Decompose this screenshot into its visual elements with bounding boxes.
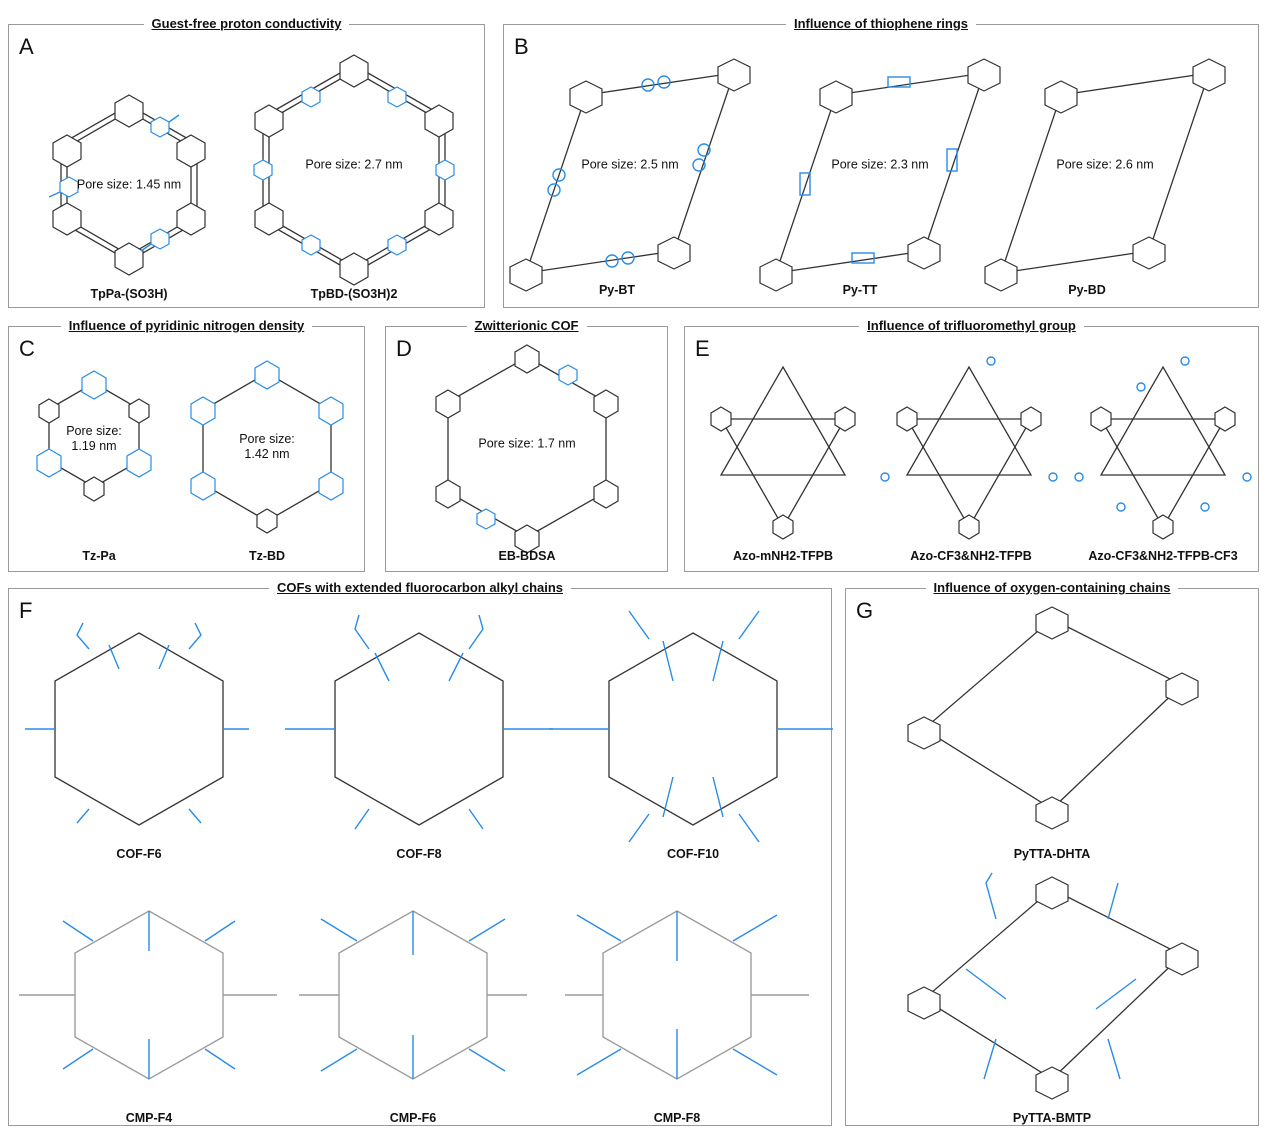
cof-f10-structure [549,610,833,843]
panel-e: Influence of trifluoromethyl group E Azo… [684,318,1259,572]
tppa-sulfonate-groups [48,114,180,252]
panel-a-letter: A [19,34,34,59]
panel-a-title: Guest-free proton conductivity [143,16,350,31]
panel-d: Zwitterionic COF D Pore size: 1.7 nm EB-… [385,318,668,572]
azo-mnh2-tfpb-structure [710,365,856,540]
label-py-bt: Py-BT [598,283,636,297]
panel-f-title: COFs with extended fluorocarbon alkyl ch… [268,580,572,595]
cf3-groups [880,356,1058,482]
cof-f8-structure [285,614,553,830]
panel-b-title: Influence of thiophene rings [785,16,977,31]
panel-g-letter: G [856,598,874,623]
panel-c: Influence of pyridinic nitrogen density … [8,318,365,572]
pyttaa-dhta-structure [907,606,1199,830]
py-bt-structure [509,58,751,292]
panel-d-letter: D [396,336,412,361]
azo-cf3-nh2-tfpb-cf3-structure [1074,356,1252,540]
tz-pa-structure [36,370,152,502]
label-cof-f8: COF-F8 [396,847,442,861]
pore-size-py-bt: Pore size: 2.5 nm [581,157,679,172]
label-cof-f6: COF-F6 [116,847,162,861]
azo-cf3-nh2-tfpb-structure [880,356,1058,540]
thienothiophene-units-tt [799,76,958,264]
cmp-f4-structure [19,910,277,1080]
pore-size-tz-bd: Pore size: 1.42 nm [239,432,295,461]
panel-c-letter: C [19,336,35,361]
label-tpbd-so3h2: TpBD-(SO3H)2 [310,287,398,301]
pyttaa-bmtp-structure [907,872,1199,1100]
tppa-so3h-structure [48,94,206,276]
panel-f-letter: F [19,598,33,623]
panel-f: COFs with extended fluorocarbon alkyl ch… [8,580,833,1126]
panel-e-letter: E [695,336,710,361]
label-eb-bdsa: EB-BDSA [498,549,556,563]
panel-a: Guest-free proton conductivity A [8,16,485,308]
tppa-ring-nodes [52,94,206,276]
tpbd-sulfonate-groups [253,86,455,256]
tz-bd-structure [190,360,344,534]
cof-f-series-structures [19,610,833,1080]
label-azo-cf3-nh2-tfpb: Azo-CF3&NH2-TFPB [910,549,1032,563]
panel-e-title: Influence of trifluoromethyl group [859,318,1084,333]
cof-f6-structure [25,622,249,826]
label-py-tt: Py-TT [842,283,878,297]
pore-size-tz-pa: Pore size: 1.19 nm [66,424,122,453]
py-bd-structure [984,58,1226,292]
label-tz-pa: Tz-Pa [82,549,116,563]
label-azo-mnh2-tfpb: Azo-mNH2-TFPB [733,549,833,563]
tpbd-so3h2-structure [253,54,455,286]
py-tt-structure [759,58,1001,292]
panel-d-title: Zwitterionic COF [466,318,587,333]
thiophene-units-bt [547,75,711,268]
panel-g: Influence of oxygen-containing chains G … [845,580,1259,1126]
pore-size-py-bd: Pore size: 2.6 nm [1056,157,1154,172]
label-tppa-so3h: TpPa-(SO3H) [90,287,168,301]
panel-b: Influence of thiophene rings B [503,16,1259,308]
label-py-bd: Py-BD [1068,283,1106,297]
pore-size-eb-bdsa: Pore size: 1.7 nm [478,436,576,451]
label-tz-bd: Tz-BD [248,549,286,563]
pore-size-tppa: Pore size: 1.45 nm [76,177,182,192]
pore-size-tpbd: Pore size: 2.7 nm [305,157,403,172]
tpbd-ring-nodes [254,54,454,286]
label-azo-cf3-nh2-tfpb-cf3: Azo-CF3&NH2-TFPB-CF3 [1088,549,1238,563]
label-pyttaa-bmtp: PyTTA-BMTP [1012,1111,1092,1125]
eb-bdsa-structure [435,344,619,554]
cf3-groups-extended [1074,356,1252,512]
panel-c-title: Influence of pyridinic nitrogen density [60,318,313,333]
cmp-f8-structure [565,910,809,1080]
label-cmp-f6: CMP-F6 [389,1111,437,1125]
pore-size-py-tt: Pore size: 2.3 nm [831,157,929,172]
panel-g-title: Influence of oxygen-containing chains [925,580,1179,595]
label-cmp-f8: CMP-F8 [653,1111,701,1125]
label-cof-f10: COF-F10 [666,847,720,861]
panel-b-letter: B [514,34,529,59]
cmp-f6-structure [299,910,527,1080]
label-pyttaa-dhta: PyTTA-DHTA [1013,847,1091,861]
label-cmp-f4: CMP-F4 [125,1111,173,1125]
